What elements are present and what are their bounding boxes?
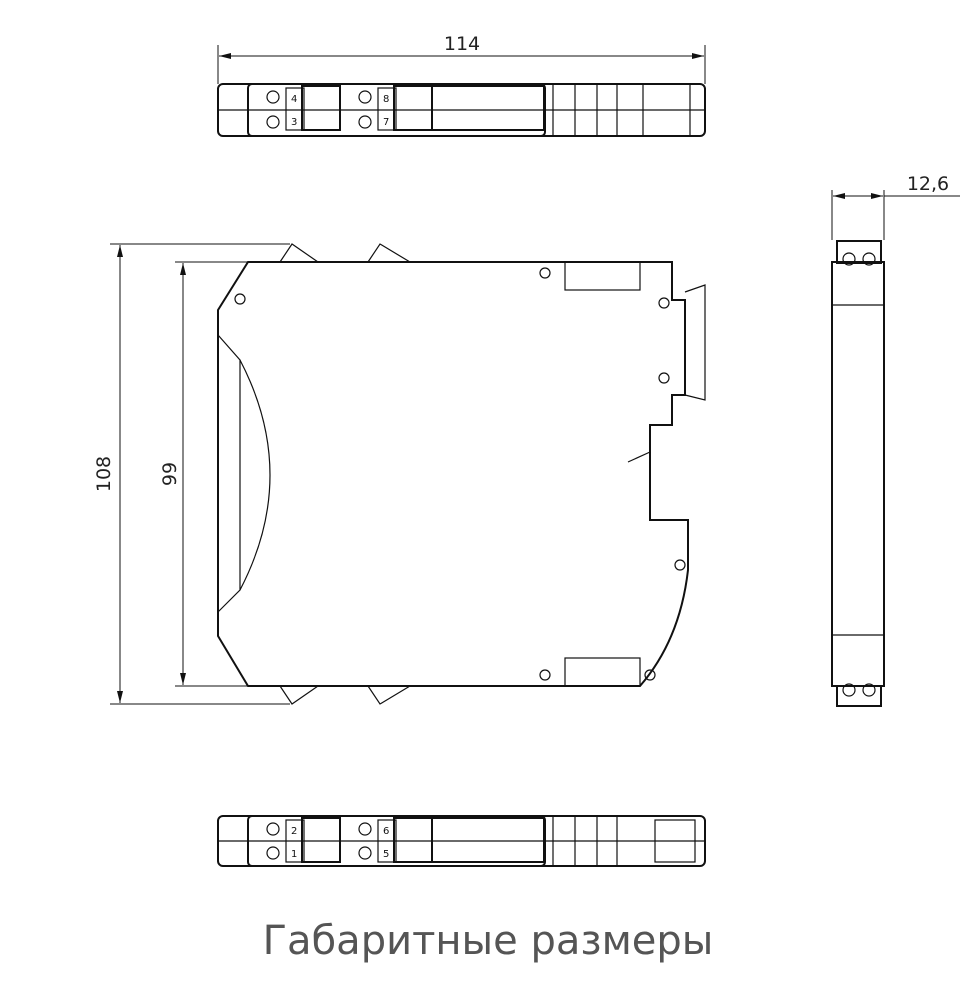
dimension-height-total: 108: [93, 243, 290, 705]
dimension-height-body: 99: [159, 261, 248, 687]
terminal-label: 4: [291, 94, 297, 105]
terminal-label: 5: [383, 849, 389, 860]
terminal-label: 3: [291, 117, 297, 128]
dimension-label-height-total: 108: [93, 456, 115, 492]
dimension-label-width: 114: [444, 33, 480, 55]
top-view: 4 3 8 7: [217, 83, 706, 137]
terminal-label: 2: [291, 826, 297, 837]
terminal-label: 1: [291, 849, 297, 860]
bottom-view: 2 1 6 5: [217, 815, 706, 867]
terminal-label: 8: [383, 94, 389, 105]
right-view: 12,6: [831, 173, 960, 707]
terminal-label: 7: [383, 117, 389, 128]
dimension-label-depth: 12,6: [907, 173, 949, 195]
side-view: [217, 243, 706, 705]
terminal-label: 6: [383, 826, 389, 837]
dimension-label-height-body: 99: [159, 462, 181, 486]
caption: Габаритные размеры: [262, 918, 714, 964]
dimension-width: 114: [217, 33, 706, 84]
